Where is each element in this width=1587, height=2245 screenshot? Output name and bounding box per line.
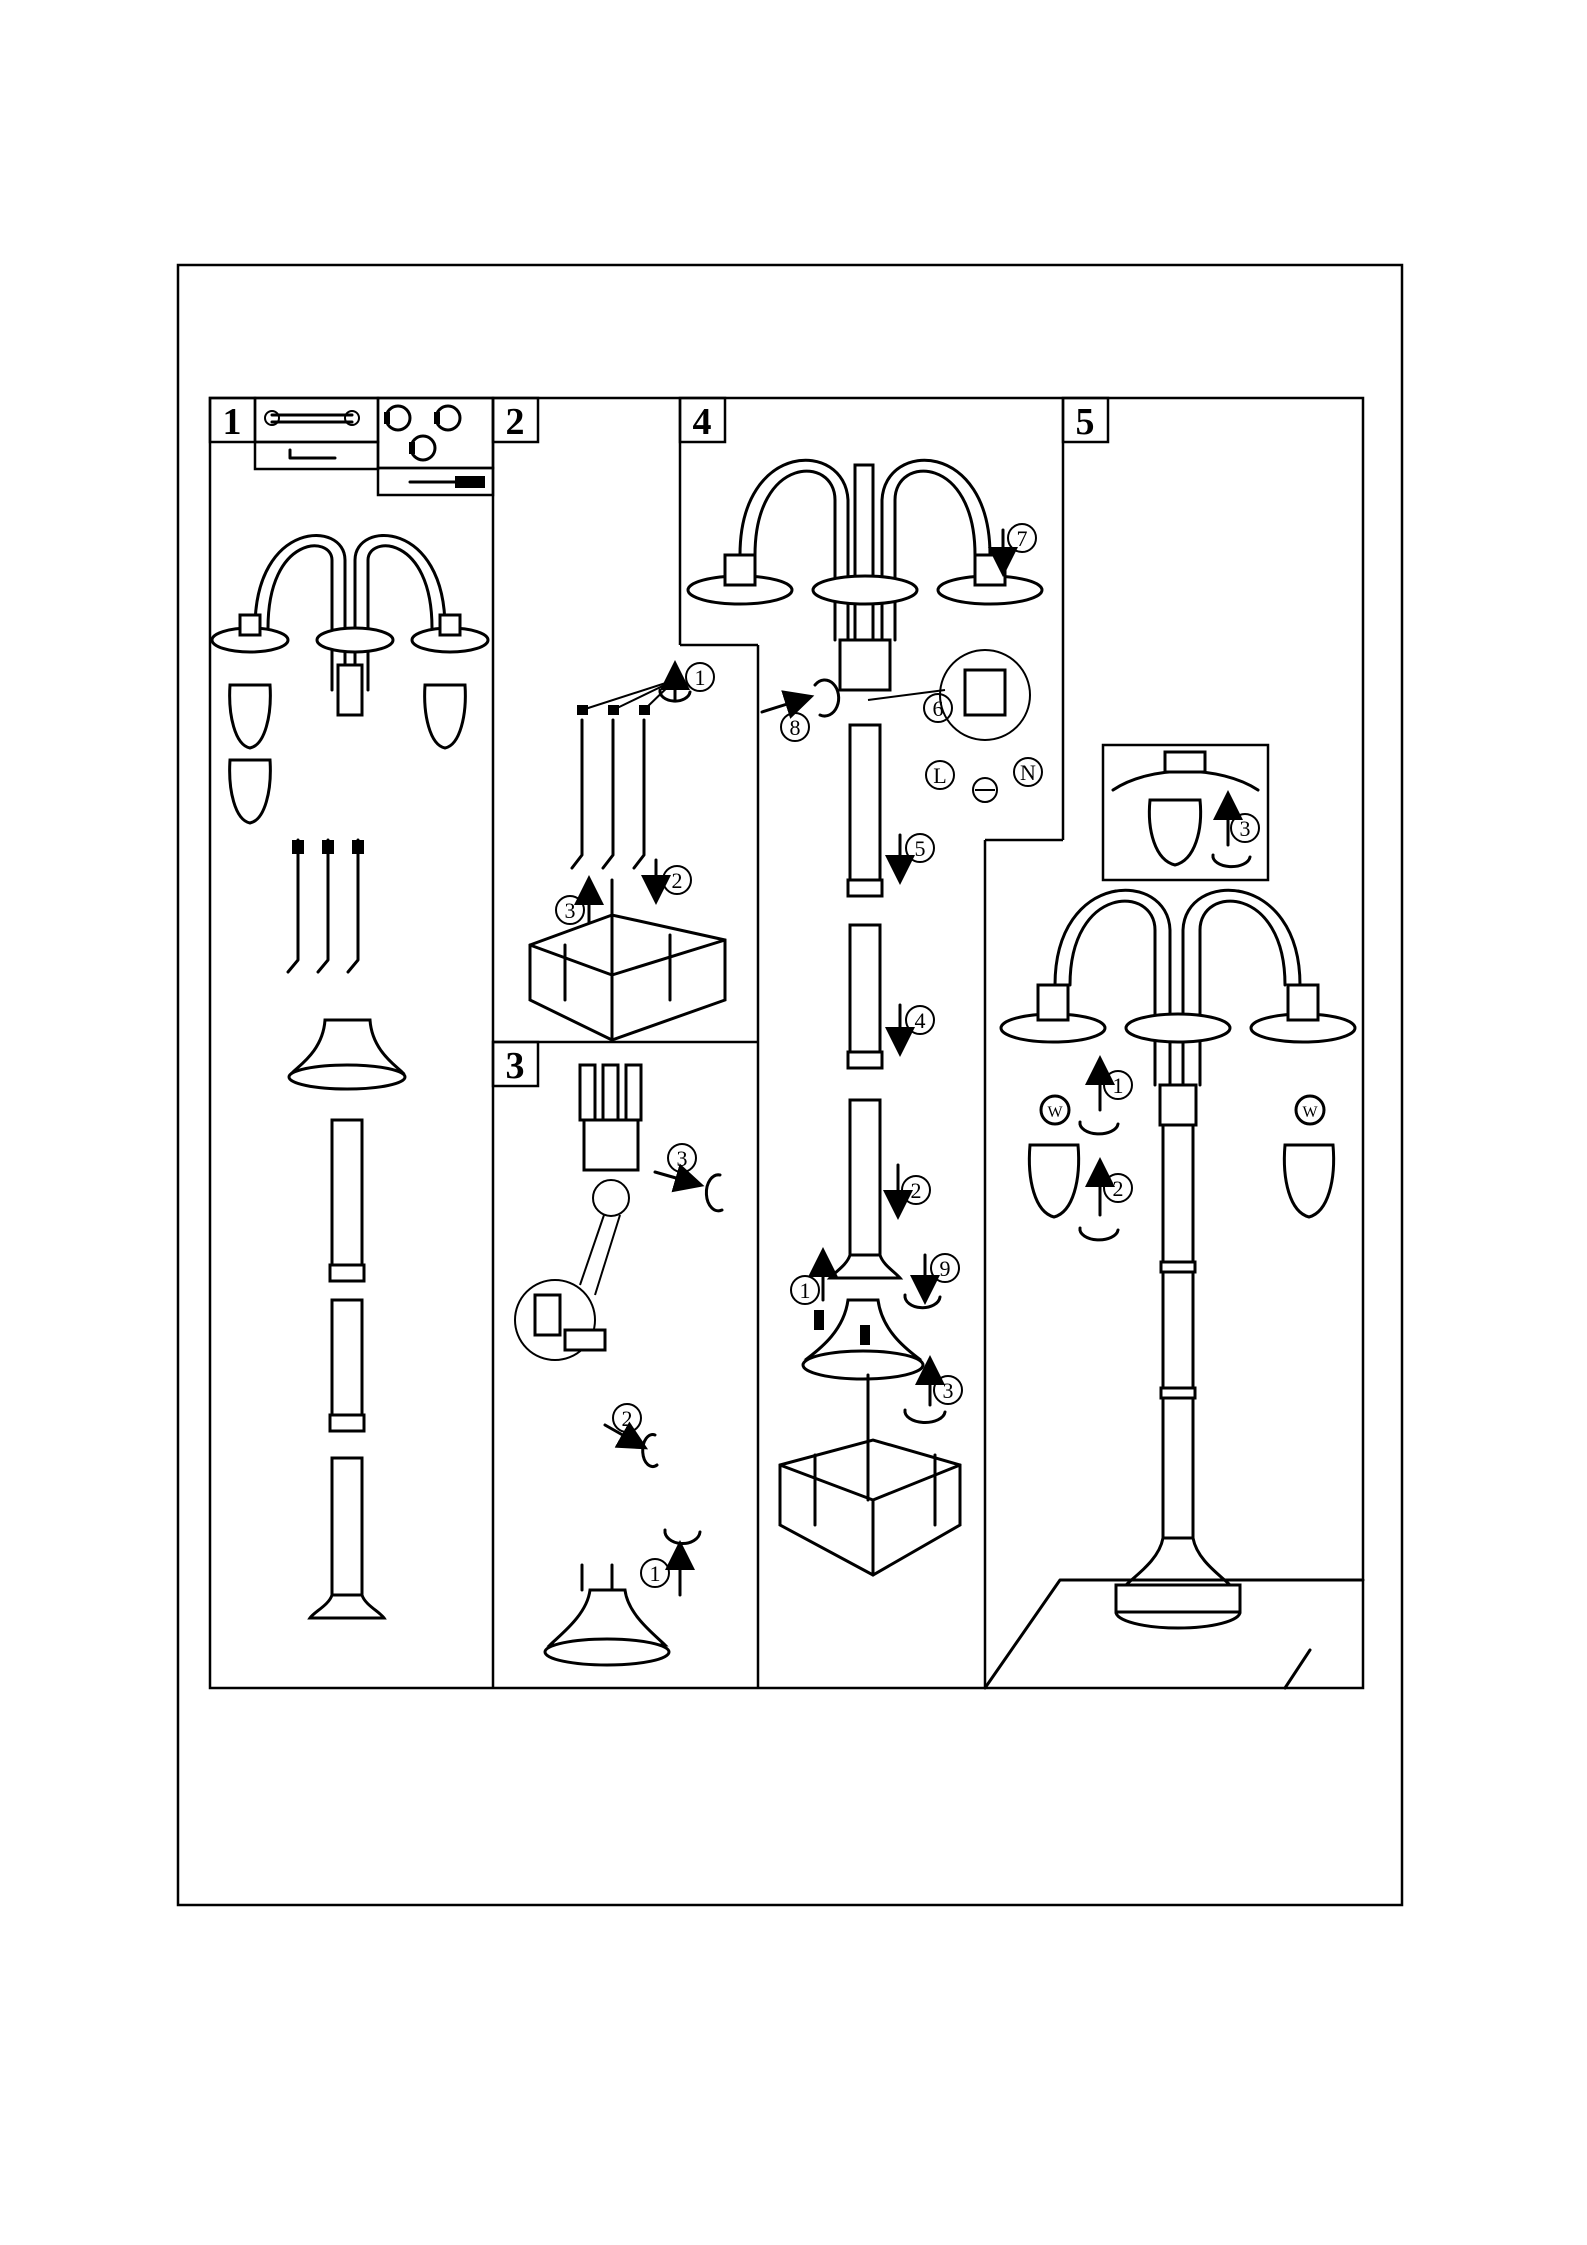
step-5-bulb-left-mark: W [1047,1104,1063,1121]
allen-key-icon [290,450,335,458]
step-2-callout-2: 2 [672,868,683,893]
step-1-base [289,1020,405,1089]
step-1-tools-box [255,398,493,495]
step-1-number: 1 [223,401,242,443]
step-1-anchor-bolts [288,840,364,972]
step-3-callout-1: 1 [650,1561,661,1586]
step-2-number: 2 [506,401,525,443]
step-4-callout-2: 2 [911,1178,922,1203]
screwdriver-icon [410,476,485,488]
step-4-label-L: L [933,763,946,788]
step-4-callout-8: 8 [790,715,801,740]
step-1-pole-sections [310,1120,384,1618]
step-4-assembly: 7 8 6 L N 5 4 2 1 9 [688,460,1042,1575]
step-2-bolts-and-concrete: 1 2 3 [530,663,725,1040]
bulbs-icon [384,406,460,460]
step-3-number: 3 [506,1045,525,1087]
step-4-label-N: N [1020,760,1036,785]
step-5-number: 5 [1076,401,1095,443]
step-5-callout-2: 2 [1113,1176,1124,1201]
step-4-callout-1: 1 [800,1278,811,1303]
step-5-detail-inset: 3 [1103,745,1268,880]
step-3-wiring: 3 2 1 [515,1065,722,1665]
step-3-callout-3: 3 [677,1146,688,1171]
step-5-callout-3: 3 [1240,816,1251,841]
step-4-callout-6: 6 [933,696,944,721]
step-5-bulb-right-mark: W [1302,1104,1318,1121]
step-3-callout-2: 2 [622,1406,633,1431]
step-4-callout-9: 9 [940,1256,951,1281]
step-4-callout-4: 4 [915,1008,926,1033]
step-2-callout-1: 1 [695,665,706,690]
step-2-callout-3: 3 [565,898,576,923]
step-5-final-lamp: W W 1 2 [985,890,1363,1688]
step-5-callout-1: 1 [1113,1073,1124,1098]
step-4-callout-3: 3 [943,1378,954,1403]
wrench-icon [265,411,359,425]
step-4-number: 4 [693,401,712,443]
step-4-callout-7: 7 [1017,526,1028,551]
step-4-callout-5: 5 [915,836,926,861]
